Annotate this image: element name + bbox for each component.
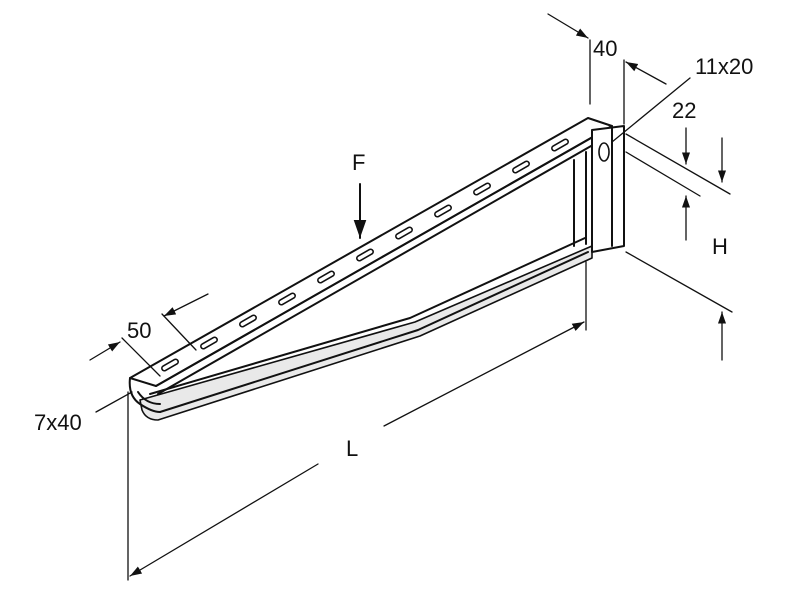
force-indicator: F [352, 150, 367, 239]
dimension-slot-offset: 22 [625, 98, 731, 241]
mounting-hole [598, 142, 610, 162]
slot [395, 226, 413, 240]
slot [473, 182, 491, 196]
dimension-label-22: 22 [672, 98, 696, 123]
slot [200, 336, 218, 350]
slot [434, 204, 452, 218]
slot [317, 270, 335, 284]
dimension-hole-size: 11x20 [611, 54, 753, 143]
slot [278, 292, 296, 306]
dimension-pitch: 50 [89, 293, 209, 377]
slot [551, 138, 569, 152]
lower-arm [139, 245, 593, 421]
dimension-label-11x20: 11x20 [695, 54, 753, 79]
dimension-label-50: 50 [127, 318, 151, 343]
dimension-slot-size: 7x40 [34, 391, 133, 435]
bracket-body [128, 117, 625, 421]
dimension-width-top: 40 [547, 13, 667, 125]
slot-row [161, 138, 569, 372]
slot [239, 314, 257, 328]
dimension-label-l: L [346, 436, 358, 461]
slot [512, 160, 530, 174]
slot [161, 358, 179, 372]
slot [356, 248, 374, 262]
force-label-f: F [352, 150, 365, 175]
dimension-label-7x40: 7x40 [34, 410, 82, 435]
arm-end-curl [128, 377, 161, 413]
dimension-label-40: 40 [593, 36, 617, 61]
dimension-label-h: H [712, 234, 728, 259]
dimension-height: H [625, 234, 733, 361]
dimension-length: L [127, 261, 587, 581]
